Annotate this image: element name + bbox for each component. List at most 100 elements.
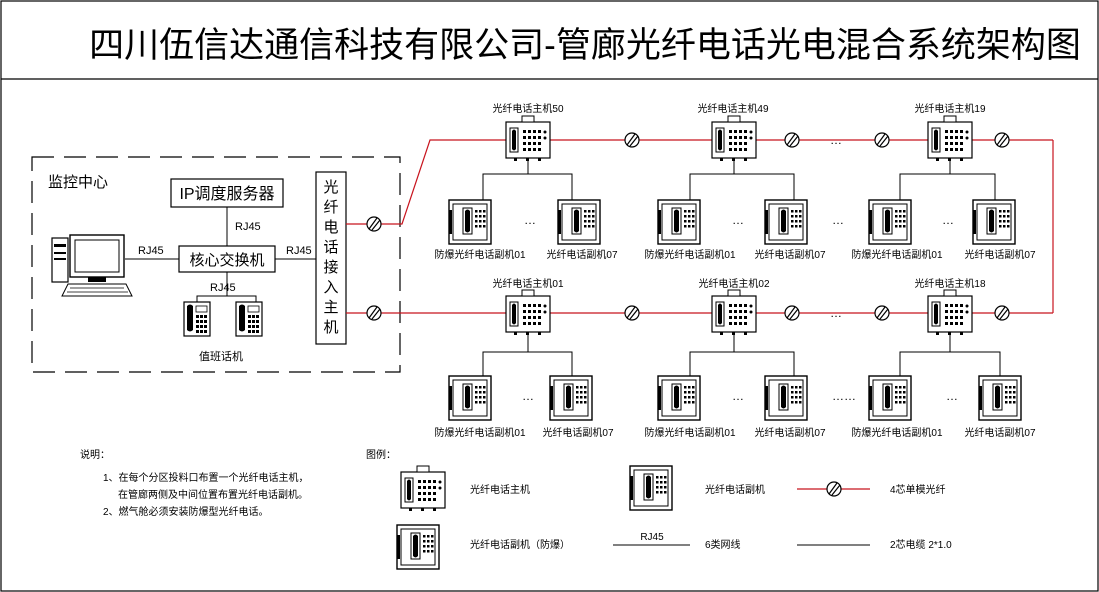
access-host-char: 接 bbox=[323, 259, 338, 276]
ext-label: 光纤电话副机07 bbox=[542, 426, 614, 439]
rj45-label: RJ45 bbox=[210, 282, 236, 294]
ellipsis: … bbox=[732, 389, 744, 403]
fiber-connector-icon bbox=[784, 132, 800, 148]
rj45-label: RJ45 bbox=[286, 245, 312, 257]
fiber-connector-icon bbox=[366, 216, 382, 232]
duty-phone-label: 值班话机 bbox=[199, 349, 243, 363]
page-title: 四川伍信达通信科技有限公司-管廊光纤电话光电混合系统架构图 bbox=[89, 26, 1081, 65]
legend-ext-ex-label: 光纤电话副机（防爆） bbox=[470, 538, 570, 551]
monitor-center-label: 监控中心 bbox=[48, 174, 108, 191]
ip-server-box bbox=[170, 178, 284, 208]
ellipsis: … bbox=[830, 133, 842, 147]
ellipsis: … bbox=[522, 389, 534, 403]
access-host-box bbox=[315, 171, 347, 345]
notes-heading: 说明： bbox=[80, 448, 110, 461]
fiber-host-icon bbox=[505, 115, 551, 162]
ext-label: 防爆光纤电话副机01 bbox=[644, 426, 736, 439]
fiber-host-icon bbox=[505, 289, 551, 336]
pc-workstation-icon bbox=[51, 234, 133, 297]
fiber-extension-icon bbox=[972, 199, 1016, 245]
fiber-extension-icon bbox=[978, 375, 1022, 421]
ext-label: 防爆光纤电话副机01 bbox=[434, 426, 526, 439]
access-host-char: 话 bbox=[323, 239, 338, 256]
fiber-connector-icon bbox=[874, 132, 890, 148]
access-host-char: 机 bbox=[323, 319, 338, 336]
fiber-host-icon bbox=[927, 115, 973, 162]
ext-label: 光纤电话副机07 bbox=[964, 426, 1036, 439]
ellipsis: … bbox=[830, 306, 842, 320]
fiber-connector-icon bbox=[874, 305, 890, 321]
fiber-extension-icon bbox=[549, 375, 593, 421]
ellipsis: … bbox=[832, 213, 844, 227]
access-host-char: 光 bbox=[323, 179, 338, 196]
fiber-connector-icon bbox=[366, 305, 382, 321]
legend-rj45-label: RJ45 bbox=[640, 532, 664, 543]
host-label: 光纤电话主机49 bbox=[697, 102, 769, 115]
legend-fiber-icon bbox=[826, 481, 842, 497]
explosion-proof-extension-icon bbox=[448, 199, 492, 245]
row1-branches bbox=[482, 161, 996, 200]
fiber-extension-icon bbox=[557, 199, 601, 245]
notes-line: 在管廊两侧及中间位置布置光纤电话副机。 bbox=[118, 488, 308, 501]
duty-phone-branch bbox=[196, 295, 257, 302]
legend-fiber-label: 4芯单模光纤 bbox=[890, 483, 946, 496]
row1-host-group: 光纤电话主机50 光纤电话主机49 光纤电话主机19 bbox=[492, 102, 986, 162]
explosion-proof-extension-icon bbox=[868, 375, 912, 421]
ellipsis: … bbox=[524, 213, 536, 227]
access-host-char: 主 bbox=[323, 299, 338, 316]
fiber-connector-icon bbox=[784, 305, 800, 321]
fiber-extension-icon bbox=[764, 375, 808, 421]
ext-label: 防爆光纤电话副机01 bbox=[644, 248, 736, 261]
ellipsis: …… bbox=[832, 389, 856, 403]
legend-network-label: 6类网线 bbox=[705, 538, 741, 551]
ext-label: 光纤电话副机07 bbox=[754, 426, 826, 439]
access-host-char: 入 bbox=[323, 279, 338, 296]
access-host-char: 电 bbox=[323, 219, 338, 236]
ip-server-label: IP调度服务器 bbox=[179, 185, 274, 203]
notes-line: 1、在每个分区投料口布置一个光纤电话主机， bbox=[103, 471, 309, 484]
notes-line: 2、燃气舱必须安装防爆型光纤电话。 bbox=[103, 505, 269, 518]
host-label: 光纤电话主机02 bbox=[698, 277, 770, 290]
explosion-proof-extension-icon bbox=[868, 199, 912, 245]
legend-extension-icon bbox=[629, 465, 673, 511]
host-label: 光纤电话主机19 bbox=[914, 102, 986, 115]
row2-host-group: 光纤电话主机01 光纤电话主机02 光纤电话主机18 bbox=[492, 277, 986, 336]
fiber-connector-icon bbox=[624, 305, 640, 321]
rj45-label: RJ45 bbox=[138, 245, 164, 257]
duty-phone-icon bbox=[183, 301, 211, 337]
host-label: 光纤电话主机50 bbox=[492, 102, 564, 115]
ext-label: 防爆光纤电话副机01 bbox=[434, 248, 526, 261]
legend-heading: 图例： bbox=[366, 448, 396, 461]
core-switch-label: 核心交换机 bbox=[189, 251, 264, 269]
legend-host-icon bbox=[400, 465, 446, 512]
ellipsis: … bbox=[942, 213, 954, 227]
explosion-proof-extension-icon bbox=[657, 199, 701, 245]
fiber-host-icon bbox=[927, 289, 973, 336]
fiber-connector-icon bbox=[994, 305, 1010, 321]
legend-host-label: 光纤电话主机 bbox=[470, 483, 530, 496]
row2-branches bbox=[482, 335, 1001, 376]
legend-explosion-proof-icon bbox=[396, 524, 440, 570]
ext-label: 防爆光纤电话副机01 bbox=[851, 248, 943, 261]
duty-phone-icon bbox=[235, 301, 263, 337]
ellipsis: … bbox=[946, 389, 958, 403]
rj45-label: RJ45 bbox=[235, 221, 261, 233]
fiber-host-icon bbox=[711, 115, 757, 162]
ellipsis: … bbox=[732, 213, 744, 227]
host-label: 光纤电话主机01 bbox=[492, 277, 564, 290]
ext-label: 光纤电话副机07 bbox=[754, 248, 826, 261]
ext-label: 防爆光纤电话副机01 bbox=[851, 426, 943, 439]
access-host-label: 光 纤 电 话 接 入 主 机 bbox=[323, 179, 338, 336]
fiber-extension-icon bbox=[764, 199, 808, 245]
legend-extension-label: 光纤电话副机 bbox=[705, 483, 765, 496]
ext-label: 光纤电话副机07 bbox=[964, 248, 1036, 261]
monitor-center-box bbox=[31, 156, 401, 373]
fiber-connector-icon bbox=[624, 132, 640, 148]
host-label: 光纤电话主机18 bbox=[914, 277, 986, 290]
access-host-char: 纤 bbox=[323, 199, 338, 216]
ext-label: 光纤电话副机07 bbox=[546, 248, 618, 261]
explosion-proof-extension-icon bbox=[657, 375, 701, 421]
fiber-host-icon bbox=[711, 289, 757, 336]
